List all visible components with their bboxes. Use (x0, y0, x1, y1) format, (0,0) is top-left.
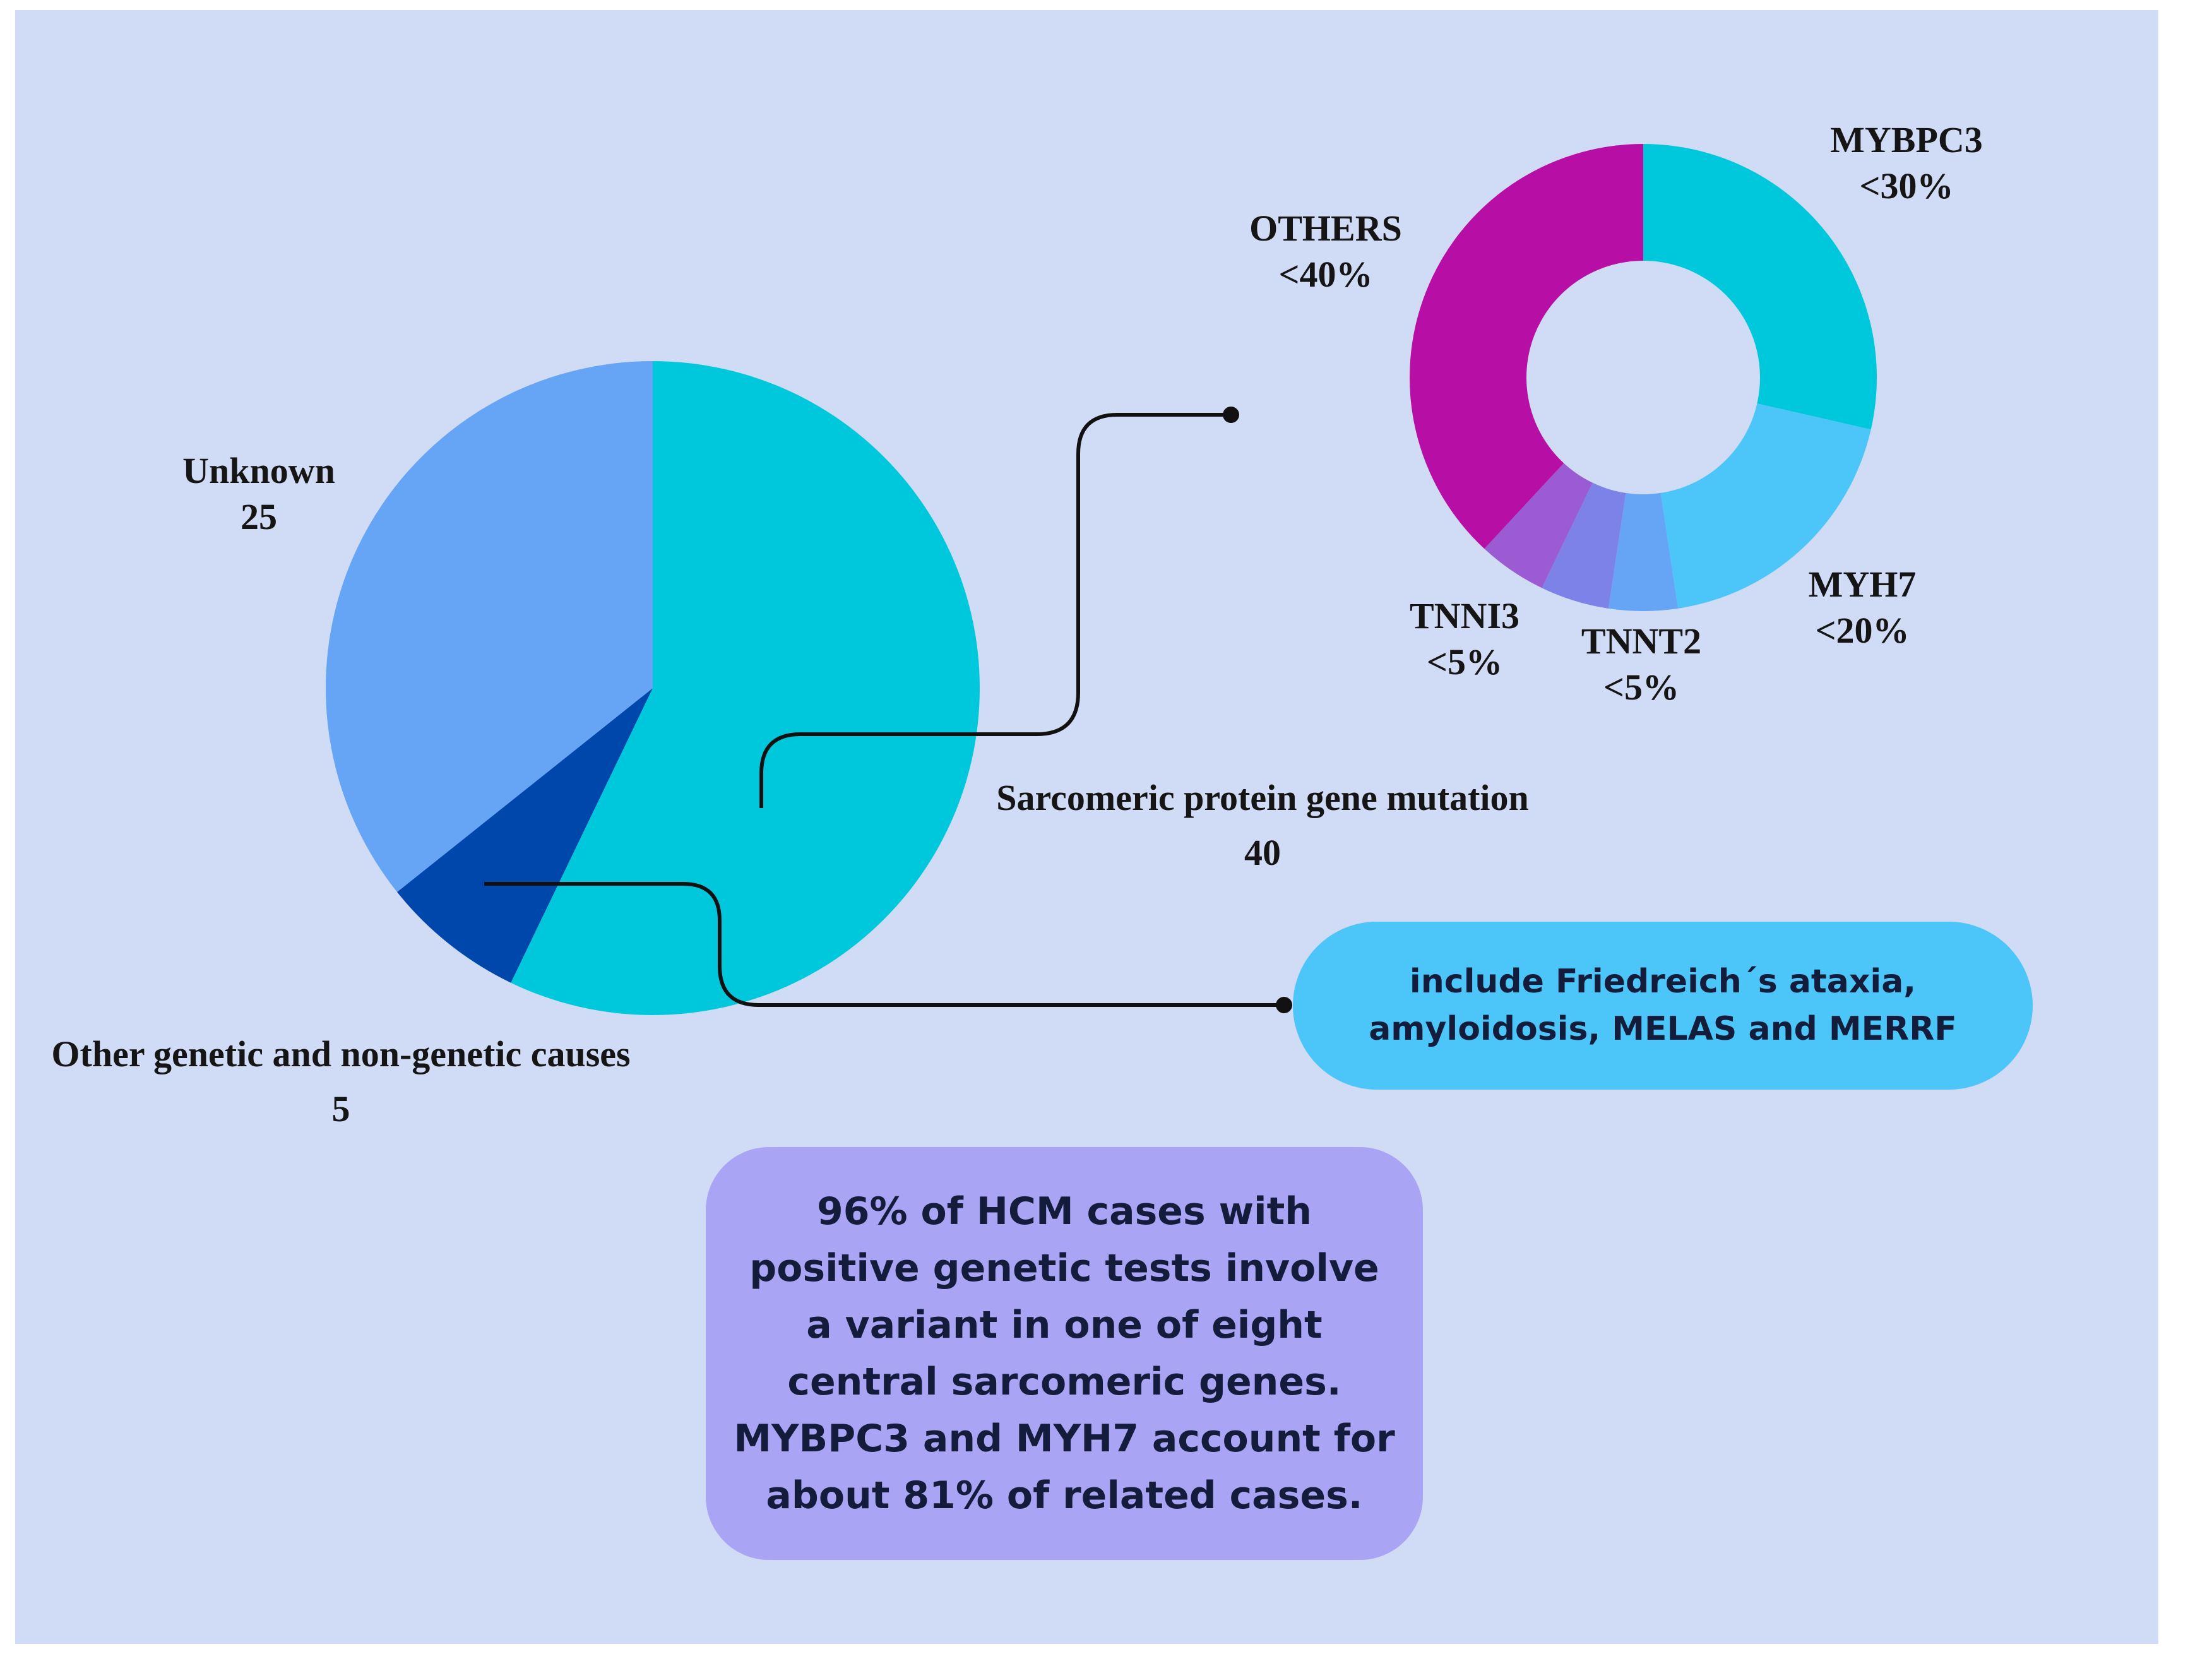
donut-slice-unlabeled-3 (1542, 482, 1626, 609)
donut-slice-mybpc3 (1643, 144, 1877, 430)
donut-label-mybpc3: MYBPC3 <30% (1787, 117, 2026, 209)
pie-slice-sarcomeric-protein-gene-mutation (511, 361, 980, 1015)
donut-label-tnni3: TNNI3 <5% (1370, 593, 1559, 685)
donut-slice-tnni3 (1484, 463, 1593, 588)
donut-label-tnni3-value: <5% (1426, 641, 1503, 682)
summary-box: 96% of HCM cases with positive genetic t… (706, 1147, 1423, 1560)
pie-label-other-causes-value: 5 (331, 1088, 350, 1129)
donut-label-myh7-value: <20% (1815, 609, 1910, 651)
donut-slice-tnnt2 (1608, 492, 1679, 611)
donut-label-others-value: <40% (1278, 253, 1373, 295)
pie-label-sarcomeric-value: 40 (1244, 831, 1281, 873)
donut-slice-others (1410, 143, 1643, 549)
pie-label-sarcomeric-name: Sarcomeric protein gene mutation (996, 777, 1529, 818)
pie-label-other-causes: Other genetic and non-genetic causes 5 (25, 1032, 657, 1132)
donut-label-tnni3-name: TNNI3 (1409, 595, 1520, 636)
pie-label-unknown-name: Unknown (182, 450, 335, 491)
donut-label-myh7: MYH7 <20% (1768, 562, 1957, 653)
donut-label-tnnt2-name: TNNT2 (1581, 621, 1702, 662)
donut-label-others-name: OTHERS (1249, 208, 1402, 249)
donut-label-others: OTHERS <40% (1199, 206, 1452, 297)
other-causes-note: include Friedreich´s ataxia, amyloidosis… (1293, 922, 2033, 1090)
pie-label-other-causes-name: Other genetic and non-genetic causes (51, 1033, 631, 1074)
connector-dot-donut (1223, 407, 1239, 423)
pie-chart (325, 361, 980, 1015)
connector-lines (484, 407, 1292, 1013)
pie-label-sarcomeric: Sarcomeric protein gene mutation 40 (960, 775, 1566, 876)
connector-dot-note (1276, 997, 1292, 1013)
connector-sarcomeric-to-donut (759, 413, 1231, 808)
donut-slice-myh7 (1660, 403, 1871, 609)
pie-label-unknown-value: 25 (241, 496, 277, 537)
connector-other-causes-to-note (484, 882, 1284, 1007)
donut-label-mybpc3-name: MYBPC3 (1830, 119, 1983, 160)
donut-chart (1410, 143, 1877, 611)
donut-label-mybpc3-value: <30% (1859, 165, 1954, 206)
donut-label-tnnt2-value: <5% (1603, 666, 1680, 708)
pie-slice-other-genetic-and-non-genetic-causes (397, 688, 653, 983)
donut-label-myh7-name: MYH7 (1808, 564, 1917, 605)
pie-slice-unknown (325, 361, 653, 892)
donut-label-tnnt2: TNNT2 <5% (1547, 619, 1736, 710)
pie-label-unknown: Unknown 25 (164, 448, 354, 540)
